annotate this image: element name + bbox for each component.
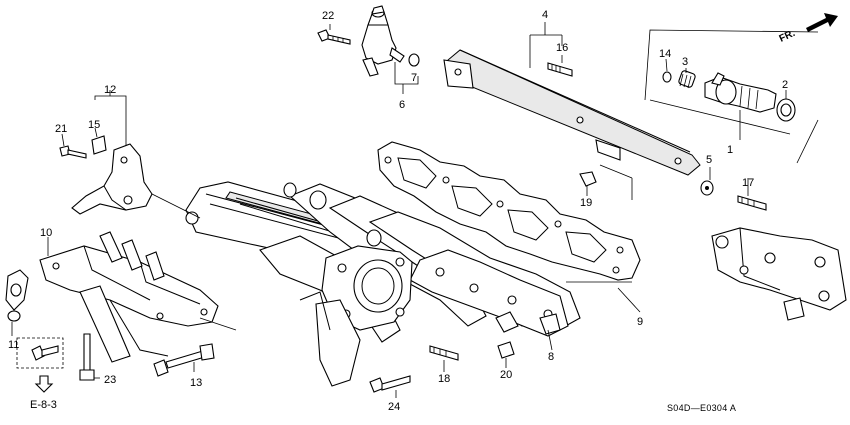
callout-14: 14: [659, 48, 671, 60]
callout-15: 15: [88, 119, 100, 131]
callout-24: 24: [388, 401, 400, 413]
pressure-regulator-6: [361, 24, 397, 65]
callout-10: 10: [40, 227, 52, 239]
reference-dashed-box: [16, 337, 64, 369]
fuel-injector-assembly: [644, 29, 819, 164]
nut-19: [579, 171, 597, 187]
callout-8: 8: [548, 351, 554, 363]
fuel-rail: [447, 49, 701, 176]
fasteners-lower: [369, 329, 553, 398]
callout-7: 7: [411, 72, 417, 84]
callout-13: 13: [190, 377, 202, 389]
reference-label: E-8-3: [30, 399, 57, 411]
callout-11: 11: [8, 339, 19, 351]
callout-9: 9: [637, 316, 643, 328]
manifold-lower-support: [315, 299, 361, 387]
bracket-assembly-12: [59, 90, 201, 219]
intake-manifold-gasket: [377, 141, 641, 313]
partial-assembly-right: [711, 227, 847, 321]
callout-17: 17: [742, 177, 754, 189]
nut-20: [497, 341, 515, 359]
fasteners-right: [579, 167, 767, 211]
callout-20: 20: [500, 369, 512, 381]
callout-21: 21: [55, 123, 67, 135]
callout-3: 3: [682, 56, 688, 68]
fuel-rail-assembly: [443, 22, 701, 200]
front-direction-label: FR.: [778, 28, 797, 45]
bolt-23: [83, 333, 91, 373]
front-arrow-icon: [806, 13, 838, 32]
stud-17: [737, 195, 767, 211]
stud-18: [429, 345, 459, 361]
callout-12: 12: [104, 84, 116, 96]
gasket-9: [377, 141, 641, 281]
callout-23: 23: [104, 374, 116, 386]
diagram-code-label: S04D—E0304 A: [667, 403, 736, 413]
callout-16: 16: [556, 42, 568, 54]
fuel-pressure-regulator-assembly: [317, 5, 420, 94]
seal-ring-3: [678, 70, 696, 88]
o-ring-14: [662, 71, 672, 83]
bracket-12: [71, 143, 153, 215]
reference-arrow-icon: [34, 375, 54, 393]
callout-22: 22: [322, 10, 334, 22]
callout-19: 19: [580, 197, 592, 209]
clip-15: [91, 135, 107, 155]
front-direction-indicator: FR.: [778, 13, 838, 45]
callout-1: 1: [727, 144, 733, 156]
callout-2: 2: [782, 79, 788, 91]
callout-6: 6: [399, 99, 405, 111]
bracket-assembly-10: [5, 231, 237, 393]
callout-18: 18: [438, 373, 450, 385]
callout-5: 5: [706, 154, 712, 166]
callout-labels: 1 2 3 4 5 6 7 8 9 10 11 12 13 14 15 16 1…: [8, 9, 788, 413]
bolt-13: [153, 359, 169, 377]
callout-4: 4: [542, 9, 548, 21]
intake-manifold: [185, 181, 581, 387]
o-ring-7: [408, 53, 420, 67]
